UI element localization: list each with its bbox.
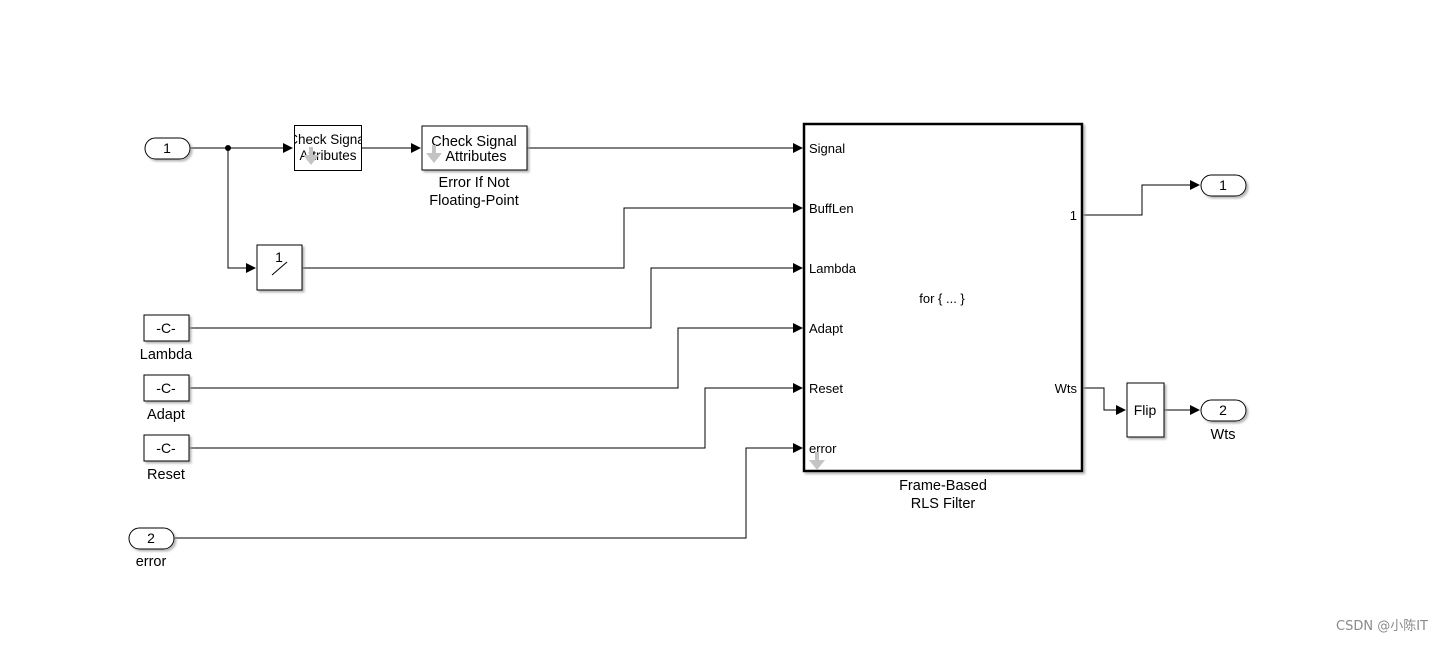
rls-filter-block[interactable]: Signal BuffLen Lambda Adapt Reset error … — [802, 122, 1084, 473]
signal-line[interactable] — [302, 203, 803, 269]
inport-label: error — [136, 554, 167, 570]
block-text-line2: Attributes — [445, 149, 506, 165]
constant-block-reset[interactable]: -C- — [143, 434, 190, 462]
port-label-wts: Wts — [1055, 381, 1078, 396]
check-arrow-icon — [426, 145, 442, 163]
signal-line[interactable] — [190, 383, 803, 449]
block-text-line1: Check Signal — [288, 132, 368, 147]
buffer-block[interactable]: 1 — [256, 244, 303, 291]
constant-label: Lambda — [140, 347, 193, 363]
outport-number: 1 — [1219, 177, 1227, 193]
outport-label: Wts — [1211, 427, 1236, 443]
outport-1[interactable]: 1 — [1200, 174, 1247, 197]
signal-line[interactable] — [190, 263, 803, 329]
port-label-error: error — [809, 441, 837, 456]
watermark: CSDN @小陈IT — [1336, 619, 1428, 634]
constant-label: Reset — [147, 467, 185, 483]
buffer-size-text: 1 — [275, 249, 283, 265]
inport-number: 2 — [147, 530, 155, 546]
constant-value: -C- — [156, 320, 176, 336]
signal-line[interactable] — [227, 148, 256, 273]
port-label-out1: 1 — [1070, 208, 1077, 223]
block-text-line1: Check Signal — [431, 134, 516, 150]
check-signal-attributes-block-1[interactable]: Check Signal Attributes — [288, 125, 368, 171]
port-label-lambda: Lambda — [809, 261, 857, 276]
inport-1[interactable]: 1 — [144, 137, 191, 160]
block-caption-line2: RLS Filter — [911, 496, 976, 512]
branch-point — [225, 145, 231, 151]
constant-label: Adapt — [147, 407, 185, 423]
signal-lines — [174, 143, 1200, 539]
port-label-reset: Reset — [809, 381, 843, 396]
port-label-signal: Signal — [809, 141, 845, 156]
check-arrow-icon — [303, 147, 319, 165]
for-loop-text: for { ... } — [919, 291, 965, 306]
signal-line[interactable] — [190, 323, 803, 389]
constant-value: -C- — [156, 380, 176, 396]
signal-line[interactable] — [1082, 180, 1200, 216]
constant-block-adapt[interactable]: -C- — [143, 374, 190, 402]
buffer-slash-icon — [271, 261, 288, 276]
port-label-bufflen: BuffLen — [809, 201, 854, 216]
block-caption-line2: Floating-Point — [429, 193, 518, 209]
block-caption-line1: Error If Not — [439, 175, 510, 191]
flip-block[interactable]: Flip — [1126, 382, 1165, 438]
outport-number: 2 — [1219, 402, 1227, 418]
check-arrow-icon — [809, 452, 825, 470]
constant-block-lambda[interactable]: -C- — [143, 314, 190, 342]
signal-line[interactable] — [1082, 387, 1126, 415]
inport-2[interactable]: 2 — [128, 527, 175, 550]
outport-2[interactable]: 2 — [1200, 399, 1247, 422]
block-caption-line1: Frame-Based — [899, 478, 987, 494]
signal-line[interactable] — [174, 443, 803, 539]
flip-text: Flip — [1134, 402, 1157, 418]
constant-value: -C- — [156, 440, 176, 456]
check-signal-attributes-block-2[interactable]: Check Signal Attributes — [421, 125, 528, 171]
inport-number: 1 — [163, 140, 171, 156]
port-label-adapt: Adapt — [809, 321, 843, 336]
